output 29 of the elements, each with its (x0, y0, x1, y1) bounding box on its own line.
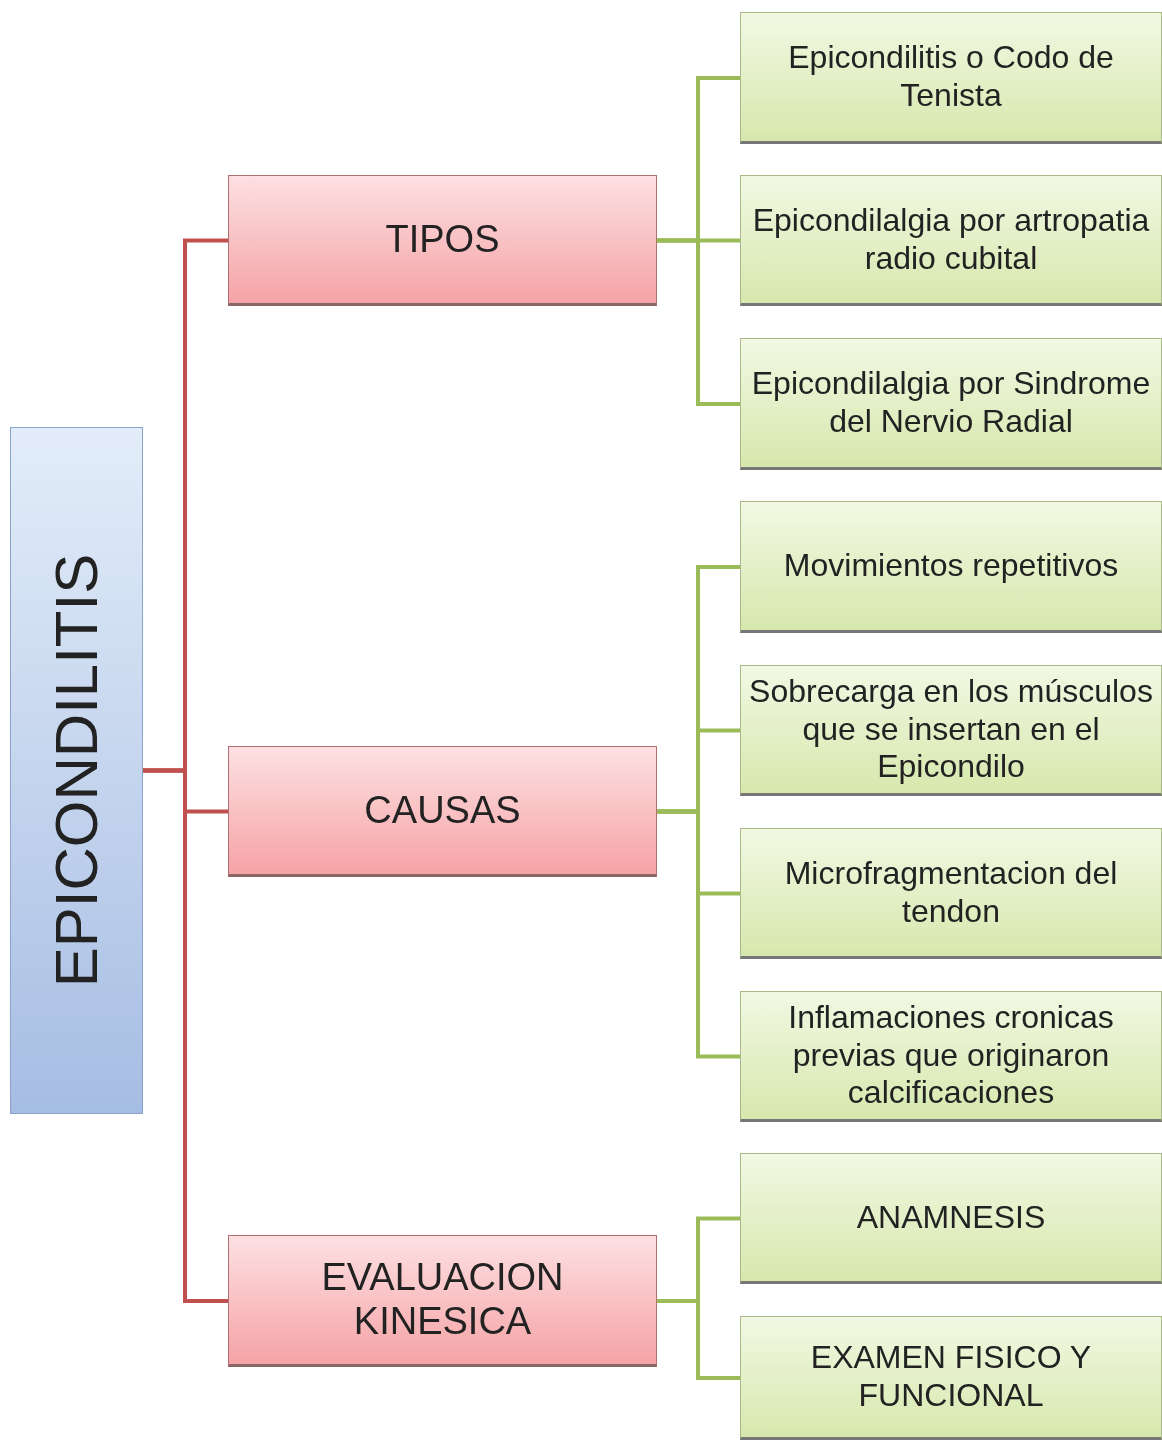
subtopic-box (740, 1153, 1162, 1284)
subtopic-box (740, 175, 1162, 306)
node-text: EXAMEN FISICO Y FUNCIONAL (809, 1339, 1093, 1415)
node-text: EVALUACION KINESICA (320, 1256, 565, 1344)
connector-line (143, 768, 228, 1303)
node-text: Inflamaciones cronicas previas que originaron calcificaciones (787, 998, 1115, 1113)
vertical-title-text: EPICONDILITIS (42, 553, 111, 988)
node-text: TIPOS (385, 217, 500, 262)
node-text: CAUSAS (364, 788, 521, 833)
node-text: Epicondilalgia por artropatia radio cubital (751, 201, 1151, 278)
root-topic-box (10, 427, 143, 1114)
node-text: ANAMNESIS (856, 1198, 1046, 1237)
node-text: Sobrecarga en los músculos que se insertan en el Epicondilo (748, 672, 1154, 787)
node-text: Epicondilalgia por Sindrome del Nervio Radial (750, 365, 1152, 441)
node-text: Movimientos repetitivos (783, 547, 1119, 585)
subtopic-box (740, 991, 1162, 1122)
subtopic-box (740, 12, 1162, 144)
connector-line (657, 238, 740, 406)
node-text: Microfragmentacion del tendon (783, 854, 1119, 931)
subtopic-box (740, 665, 1162, 796)
subtopic-box (740, 501, 1162, 633)
node-text: Epicondilitis o Codo de Tenista (787, 39, 1115, 115)
subtopic-box (740, 828, 1162, 959)
subtopic-box (740, 338, 1162, 470)
connector-line (657, 809, 740, 1059)
category-box (228, 1235, 657, 1367)
subtopic-box (740, 1316, 1162, 1440)
category-box (228, 175, 657, 306)
category-box (228, 746, 657, 877)
